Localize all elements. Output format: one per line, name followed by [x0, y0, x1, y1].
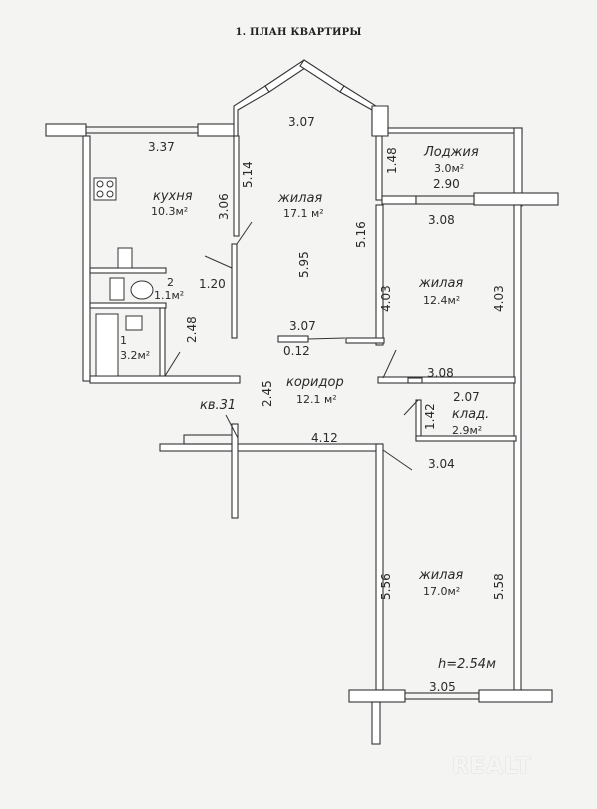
corridor-area: 12.1 м²: [296, 393, 337, 406]
ceiling-height: h=2.54м: [438, 657, 496, 672]
living1-name: жилая: [278, 191, 323, 206]
bathtub-icon: [95, 313, 119, 377]
dim-3-05: 3.05: [429, 680, 456, 694]
wc-area: 1.1м²: [154, 289, 185, 302]
dim-3-37: 3.37: [148, 140, 175, 154]
bath-area: 3.2м²: [120, 349, 151, 362]
loggia-name: Лоджия: [424, 145, 479, 160]
dim-5-14: 5.14: [241, 161, 255, 188]
dim-5-95: 5.95: [297, 251, 311, 278]
apartment-number: кв.31: [200, 398, 237, 413]
living2-area: 12.4м²: [423, 294, 461, 307]
storage-area: 2.9м²: [452, 424, 483, 437]
dim-3-08-b: 3.08: [427, 366, 454, 380]
storage-name: клад.: [452, 407, 490, 422]
dim-3-08-a: 3.08: [428, 213, 455, 227]
walls: [45, 59, 559, 745]
fixtures: [93, 177, 154, 377]
dim-3-06: 3.06: [217, 193, 231, 220]
dim-0-12: 0.12: [283, 344, 310, 358]
dim-1-20: 1.20: [199, 277, 226, 291]
dim-5-58: 5.58: [492, 573, 506, 600]
door-swings: [164, 221, 419, 471]
dim-3-07-mid: 3.07: [289, 319, 316, 333]
dim-4-03-b: 4.03: [492, 285, 506, 312]
loggia-area: 3.0м²: [434, 162, 465, 175]
kitchen-name: кухня: [153, 189, 193, 204]
dim-2-07: 2.07: [453, 390, 480, 404]
toilet-icon: [130, 280, 154, 300]
dim-3-04: 3.04: [428, 457, 455, 471]
sink-icon: [117, 247, 133, 269]
dim-2-90: 2.90: [433, 177, 460, 191]
living2-name: жилая: [419, 276, 464, 291]
dim-4-12: 4.12: [311, 431, 338, 445]
dim-2-45: 2.45: [260, 380, 274, 407]
dim-5-56: 5.56: [379, 573, 393, 600]
living1-area: 17.1 м²: [283, 207, 324, 220]
corridor-name: коридор: [286, 375, 344, 390]
wc-number: 2: [167, 276, 174, 289]
watermark-logo: REALT: [452, 754, 532, 779]
dim-1-42: 1.42: [423, 403, 437, 430]
dim-4-03-a: 4.03: [379, 285, 393, 312]
washbasin-icon: [125, 315, 143, 331]
dim-1-48: 1.48: [385, 147, 399, 174]
dim-2-48: 2.48: [185, 316, 199, 343]
dim-3-07-top: 3.07: [288, 115, 315, 129]
bath-number: 1: [120, 334, 127, 347]
plan-title: 1. ПЛАН КВАРТИРЫ: [235, 27, 362, 38]
living3-name: жилая: [419, 568, 464, 583]
living3-area: 17.0м²: [423, 585, 461, 598]
dim-5-16: 5.16: [354, 221, 368, 248]
stove-icon: [93, 177, 117, 201]
kitchen-area: 10.3м²: [151, 205, 189, 218]
